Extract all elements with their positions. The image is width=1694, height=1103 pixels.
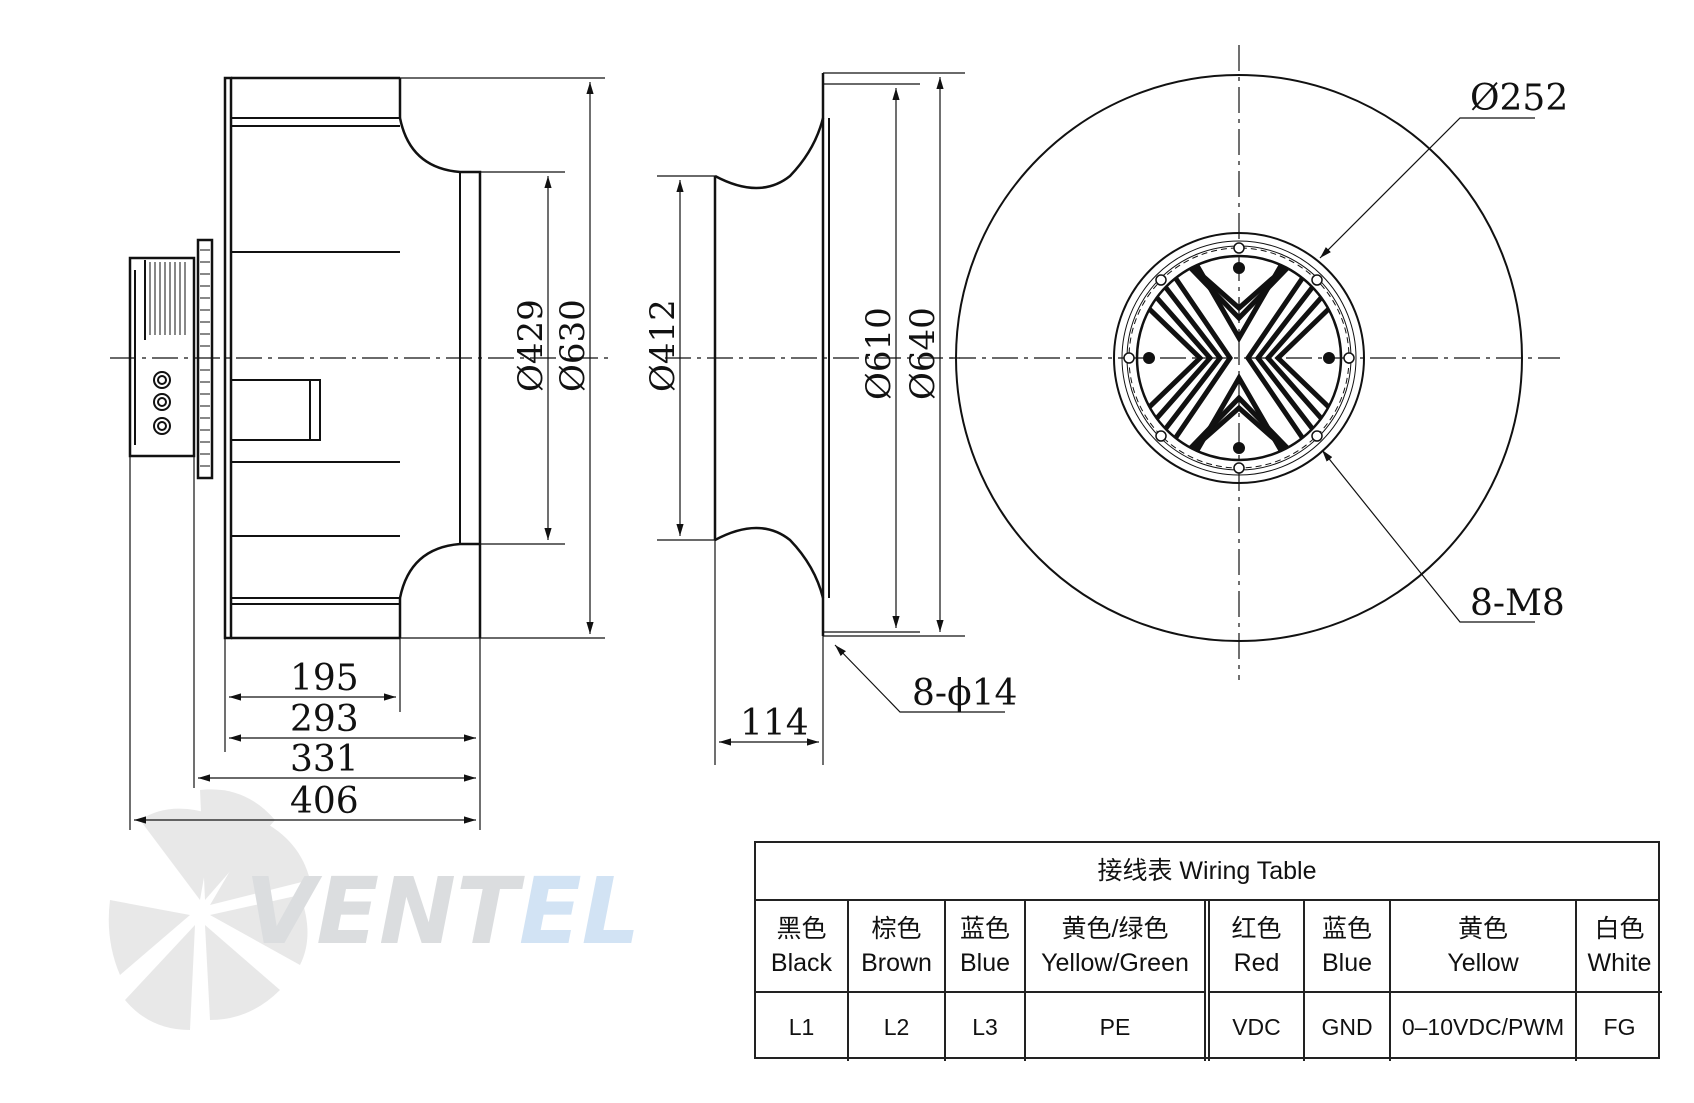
dim-195: 195 xyxy=(290,658,359,699)
wire-function-cell: VDC xyxy=(1207,992,1305,1061)
motor-fins xyxy=(149,262,186,335)
dim-d412: Ø412 xyxy=(643,299,683,392)
bolt-holes xyxy=(1123,242,1355,474)
wire-function-cell: L2 xyxy=(848,992,946,1061)
wire-function-cell: GND xyxy=(1304,992,1391,1061)
dim-293: 293 xyxy=(290,699,359,740)
wire-function-cell: L3 xyxy=(945,992,1026,1061)
side-view xyxy=(110,76,610,830)
wire-function-cell: L1 xyxy=(756,992,849,1061)
dim-d640: Ø640 xyxy=(903,307,943,400)
wiring-value-row: L1 L2 L3 PE VDC GND 0–10VDC/PWM FG xyxy=(756,992,1662,1061)
watermark-text: VENTEL xyxy=(245,858,640,965)
dim-d610: Ø610 xyxy=(859,307,899,400)
dim-114: 114 xyxy=(740,703,809,744)
front-view xyxy=(950,45,1560,680)
flange-ring-outer xyxy=(1113,232,1365,484)
motor-body xyxy=(128,256,196,458)
dim-d429: Ø429 xyxy=(511,299,551,392)
dim-331: 331 xyxy=(290,739,359,780)
impeller-shroud xyxy=(398,117,482,638)
connector-glands xyxy=(153,371,171,435)
inlet-view xyxy=(657,72,1005,765)
impeller-outline xyxy=(955,74,1523,642)
wire-function-cell: PE xyxy=(1025,992,1210,1061)
impeller-backplate xyxy=(223,76,233,640)
thread-label: 8-M8 xyxy=(1470,583,1565,624)
holes-label: 8-ϕ14 xyxy=(912,673,1017,714)
pcd-label: Ø252 xyxy=(1470,78,1568,119)
motor-flange xyxy=(196,238,214,480)
watermark-logo: VENTEL xyxy=(108,789,640,1030)
inlet-curve-top xyxy=(714,117,825,190)
dim-d630: Ø630 xyxy=(553,299,593,392)
wire-function-cell: FG xyxy=(1603,1013,1636,1040)
wiring-table-title: 接线表 Wiring Table xyxy=(756,843,1658,901)
dim-406: 406 xyxy=(290,781,359,822)
inlet-curve-bottom xyxy=(714,526,825,599)
wire-function-cell: 0–10VDC/PWM xyxy=(1390,992,1577,1061)
